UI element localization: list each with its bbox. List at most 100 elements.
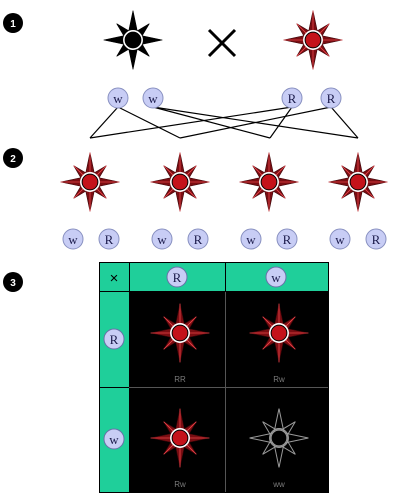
- flower-center: [171, 324, 189, 342]
- flower-center: [304, 31, 322, 49]
- step-2-label: 2: [10, 154, 16, 165]
- step-marker-3: 3: [3, 272, 23, 292]
- petal-highlight: [73, 187, 85, 199]
- petal-highlight: [163, 187, 175, 199]
- offspring-alleles-3: w R: [329, 228, 387, 250]
- petal-highlight: [185, 443, 197, 455]
- petal-highlight: [262, 338, 274, 350]
- petal-highlight: [185, 165, 197, 177]
- petal-highlight: [341, 165, 353, 177]
- allele-label: R: [105, 232, 114, 247]
- flower-center: [260, 173, 278, 191]
- petal: [273, 445, 285, 468]
- allele-label: w: [157, 232, 167, 247]
- petal-highlight: [262, 316, 274, 328]
- flower-center: [124, 31, 142, 49]
- petal-highlight: [363, 187, 375, 199]
- petal: [281, 440, 296, 455]
- petal: [128, 10, 138, 32]
- parent-allele-w2: w: [142, 87, 164, 109]
- flower-center: [270, 429, 288, 447]
- petal-highlight: [185, 316, 197, 328]
- petal: [249, 432, 272, 444]
- parent-allele-r2: R: [320, 87, 342, 109]
- flower-center: [171, 173, 189, 191]
- petal-highlight: [274, 165, 286, 177]
- parent-allele-r1: R: [281, 87, 303, 109]
- petal-highlight: [284, 338, 296, 350]
- allele-label: w: [246, 232, 256, 247]
- flower-center: [81, 173, 99, 191]
- allele-label: w: [335, 232, 345, 247]
- row-header-label: w: [109, 432, 119, 447]
- allele-label: R: [283, 232, 292, 247]
- petal: [273, 408, 285, 431]
- petal: [281, 421, 296, 436]
- petal-highlight: [252, 187, 264, 199]
- parent-allele-w1: w: [107, 87, 129, 109]
- step-1-label: 1: [10, 19, 16, 30]
- offspring-flower-icon: [60, 152, 120, 212]
- petal-highlight: [95, 165, 107, 177]
- allele-label: R: [288, 91, 297, 106]
- petal-highlight: [163, 338, 175, 350]
- petal-highlight: [163, 443, 175, 455]
- punnett-border: [99, 262, 329, 493]
- petal: [103, 35, 125, 45]
- petal: [128, 48, 138, 70]
- petal-highlight: [284, 316, 296, 328]
- petal-highlight: [274, 187, 286, 199]
- punnett-square: × R w R w RR Rw Rw ww: [99, 262, 329, 493]
- punnett-corner: [100, 263, 129, 291]
- offspring-alleles-0: w R: [62, 228, 120, 250]
- allele-label: R: [372, 232, 381, 247]
- petal-highlight: [185, 338, 197, 350]
- offspring-flower-icon: [239, 152, 299, 212]
- allele-label: w: [68, 232, 78, 247]
- cell-genotype-label: RR: [174, 375, 186, 384]
- petal-highlight: [341, 187, 353, 199]
- petal: [286, 432, 309, 444]
- offspring-alleles-2: w R: [240, 228, 298, 250]
- flower-ring: [269, 428, 289, 448]
- petal-highlight: [163, 316, 175, 328]
- petal-highlight: [296, 23, 308, 35]
- offspring-flower-icon: [150, 152, 210, 212]
- punnett-cell-flower-icon: [150, 303, 210, 363]
- petal-highlight: [163, 165, 175, 177]
- parent-red-flower-icon: [283, 10, 343, 70]
- cell-genotype-label: ww: [272, 480, 285, 489]
- allele-label: w: [148, 91, 158, 106]
- allele-label: R: [194, 232, 203, 247]
- flower-center: [171, 429, 189, 447]
- petal-highlight: [185, 421, 197, 433]
- petal-highlight: [363, 165, 375, 177]
- petal-highlight: [296, 45, 308, 57]
- petal-highlight: [73, 165, 85, 177]
- cell-genotype-label: Rw: [174, 480, 186, 489]
- col-header-label: w: [271, 270, 281, 285]
- petal: [262, 440, 277, 455]
- offspring-alleles-1: w R: [151, 228, 209, 250]
- petal-highlight: [163, 421, 175, 433]
- step-marker-2: 2: [3, 148, 23, 168]
- step-3-label: 3: [10, 278, 16, 289]
- petal: [262, 421, 277, 436]
- petal-highlight: [252, 165, 264, 177]
- offspring-flower-icon: [328, 152, 388, 212]
- petal-highlight: [185, 187, 197, 199]
- cross-symbol-icon: [207, 28, 237, 58]
- petal-highlight: [95, 187, 107, 199]
- allele-label: R: [327, 91, 336, 106]
- allele-label: w: [113, 91, 123, 106]
- flower-center: [349, 173, 367, 191]
- parent-black-flower-icon: [103, 10, 163, 70]
- petal-highlight: [318, 23, 330, 35]
- punnett-cell-flower-icon: [249, 408, 309, 468]
- punnett-cell-flower-icon: [249, 303, 309, 363]
- row-header-label: R: [110, 332, 119, 347]
- punnett-corner-symbol: ×: [110, 270, 119, 287]
- petal: [141, 35, 163, 45]
- step-marker-1: 1: [3, 13, 23, 33]
